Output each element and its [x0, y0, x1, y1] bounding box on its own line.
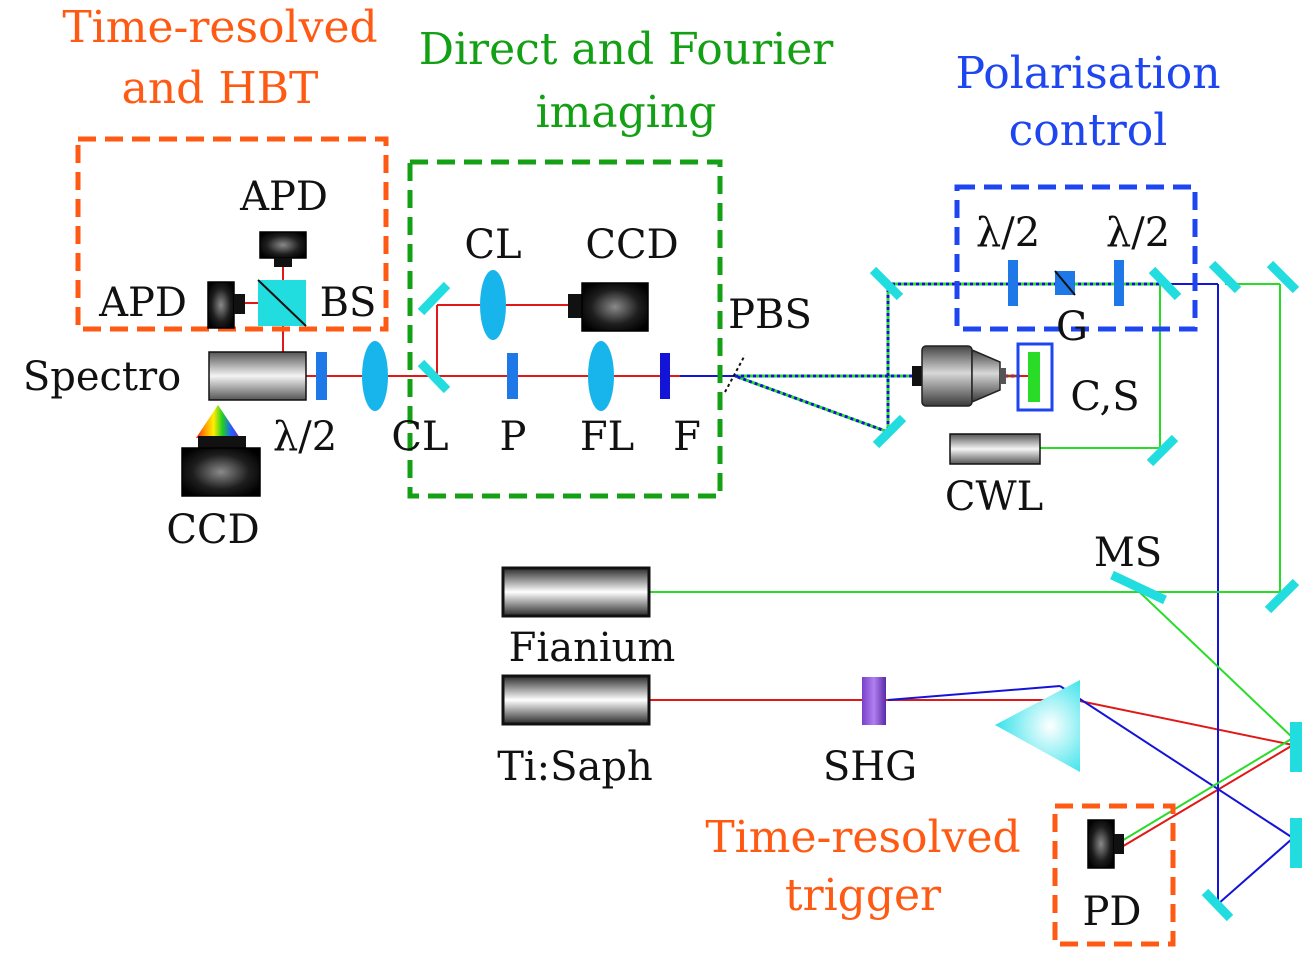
label-pbs: PBS [728, 292, 812, 338]
polarisation-title-line2: control [1009, 105, 1168, 156]
waveplate-spectro [316, 352, 327, 400]
mirror-right-top-2 [1266, 260, 1300, 294]
beamsplitter-cube [257, 279, 307, 327]
label-waveplate-pol-2: λ/2 [1106, 210, 1170, 256]
label-shg: SHG [823, 744, 917, 790]
label-fianium: Fianium [509, 625, 676, 671]
dispersion-prism [995, 680, 1080, 772]
shg-crystal [862, 677, 886, 725]
ccd-imaging-camera [568, 282, 649, 332]
green-beam-ms [1129, 582, 1294, 739]
lens-cl-top [480, 270, 506, 340]
flip-mirror-bottom [417, 359, 451, 394]
mirror-pol-left-top [869, 266, 904, 301]
flip-mirror-top [417, 281, 451, 316]
label-waveplate-spectro: λ/2 [273, 414, 337, 460]
apd-left-detector [207, 281, 245, 329]
beams [245, 265, 1294, 905]
label-waveplate-pol-1: λ/2 [976, 210, 1040, 256]
tisaph-laser [501, 674, 651, 726]
lens-fl [588, 341, 614, 411]
red-beam-to-mirror [1074, 699, 1294, 746]
ccd-spectro-camera [181, 436, 261, 497]
red-beam-to-pd [1119, 744, 1294, 849]
label-p: P [500, 414, 527, 460]
imaging-title-line1: Direct and Fourier [419, 24, 835, 75]
imaging-section-title: Direct and Fourier imaging [419, 24, 835, 138]
mirror-right-top-1 [1208, 260, 1242, 294]
polarisation-section-title: Polarisation control [955, 48, 1220, 156]
label-ccd-imaging: CCD [585, 222, 678, 268]
glan-polariser [1054, 270, 1076, 296]
label-apd-top: APD [239, 174, 328, 220]
label-cl-bottom: CL [391, 414, 448, 460]
blue-beam-mirror-down [1217, 837, 1294, 905]
trigger-title-line2: trigger [785, 870, 942, 921]
polariser-p [507, 353, 518, 399]
label-ccd-spectro: CCD [166, 507, 259, 553]
polarisation-section-box [954, 184, 1198, 332]
mirror-pol-right [1148, 266, 1182, 301]
hbt-section-box [75, 136, 389, 332]
blue-beam-shg [887, 685, 1061, 701]
label-cwl: CWL [945, 474, 1043, 520]
mirror-right-lower [1290, 818, 1302, 868]
label-g: G [1056, 304, 1088, 350]
mirror-cwl [1146, 434, 1179, 467]
trigger-title-line1: Time-resolved [705, 812, 1020, 863]
cryostat-sample [1016, 342, 1054, 412]
mirror-ms [1110, 570, 1167, 605]
waveplate-pol-1 [1008, 260, 1018, 306]
label-fl: FL [580, 414, 634, 460]
green-beam-to-pd [1119, 737, 1294, 843]
apd-top-detector [259, 231, 307, 267]
hbt-title-line1: Time-resolved [62, 2, 377, 53]
label-f: F [673, 414, 701, 460]
photodiode [1087, 819, 1124, 869]
polarisation-title-line1: Polarisation [955, 48, 1220, 99]
hbt-section-title: Time-resolved and HBT [62, 2, 377, 114]
imaging-title-line2: imaging [536, 87, 717, 138]
grating-prism [196, 405, 240, 438]
spectrometer [208, 351, 307, 401]
mirror-right-upper [1290, 722, 1302, 772]
component-labels: APD APD BS Spectro λ/2 CCD CL CCD CL P F… [23, 174, 1170, 935]
blue-beam-prism-out [1059, 685, 1294, 839]
fianium-laser [501, 566, 651, 618]
label-tisaph: Ti:Saph [497, 744, 653, 790]
label-cs: C,S [1070, 374, 1139, 420]
lens-cl-bottom [362, 341, 388, 411]
waveplate-pol-2 [1114, 260, 1124, 306]
label-spectro: Spectro [23, 354, 181, 400]
label-apd-left: APD [98, 280, 187, 326]
label-bs: BS [320, 280, 377, 326]
imaging-section-box [407, 159, 723, 499]
microscope-objective [912, 345, 1006, 407]
label-pd: PD [1083, 889, 1142, 935]
cwl-lamp [949, 433, 1041, 465]
trigger-section-box [1052, 803, 1176, 947]
mirror-bottom [1201, 888, 1234, 922]
mirror-pol-left-bottom [872, 414, 907, 449]
mirror-right-mid [1264, 578, 1300, 614]
filter-f [660, 353, 670, 399]
pbs-splitter [724, 354, 746, 393]
trigger-section-title: Time-resolved trigger [705, 812, 1020, 921]
label-ms: MS [1094, 530, 1162, 576]
label-cl-top: CL [464, 222, 521, 268]
hbt-title-line2: and HBT [122, 63, 319, 114]
